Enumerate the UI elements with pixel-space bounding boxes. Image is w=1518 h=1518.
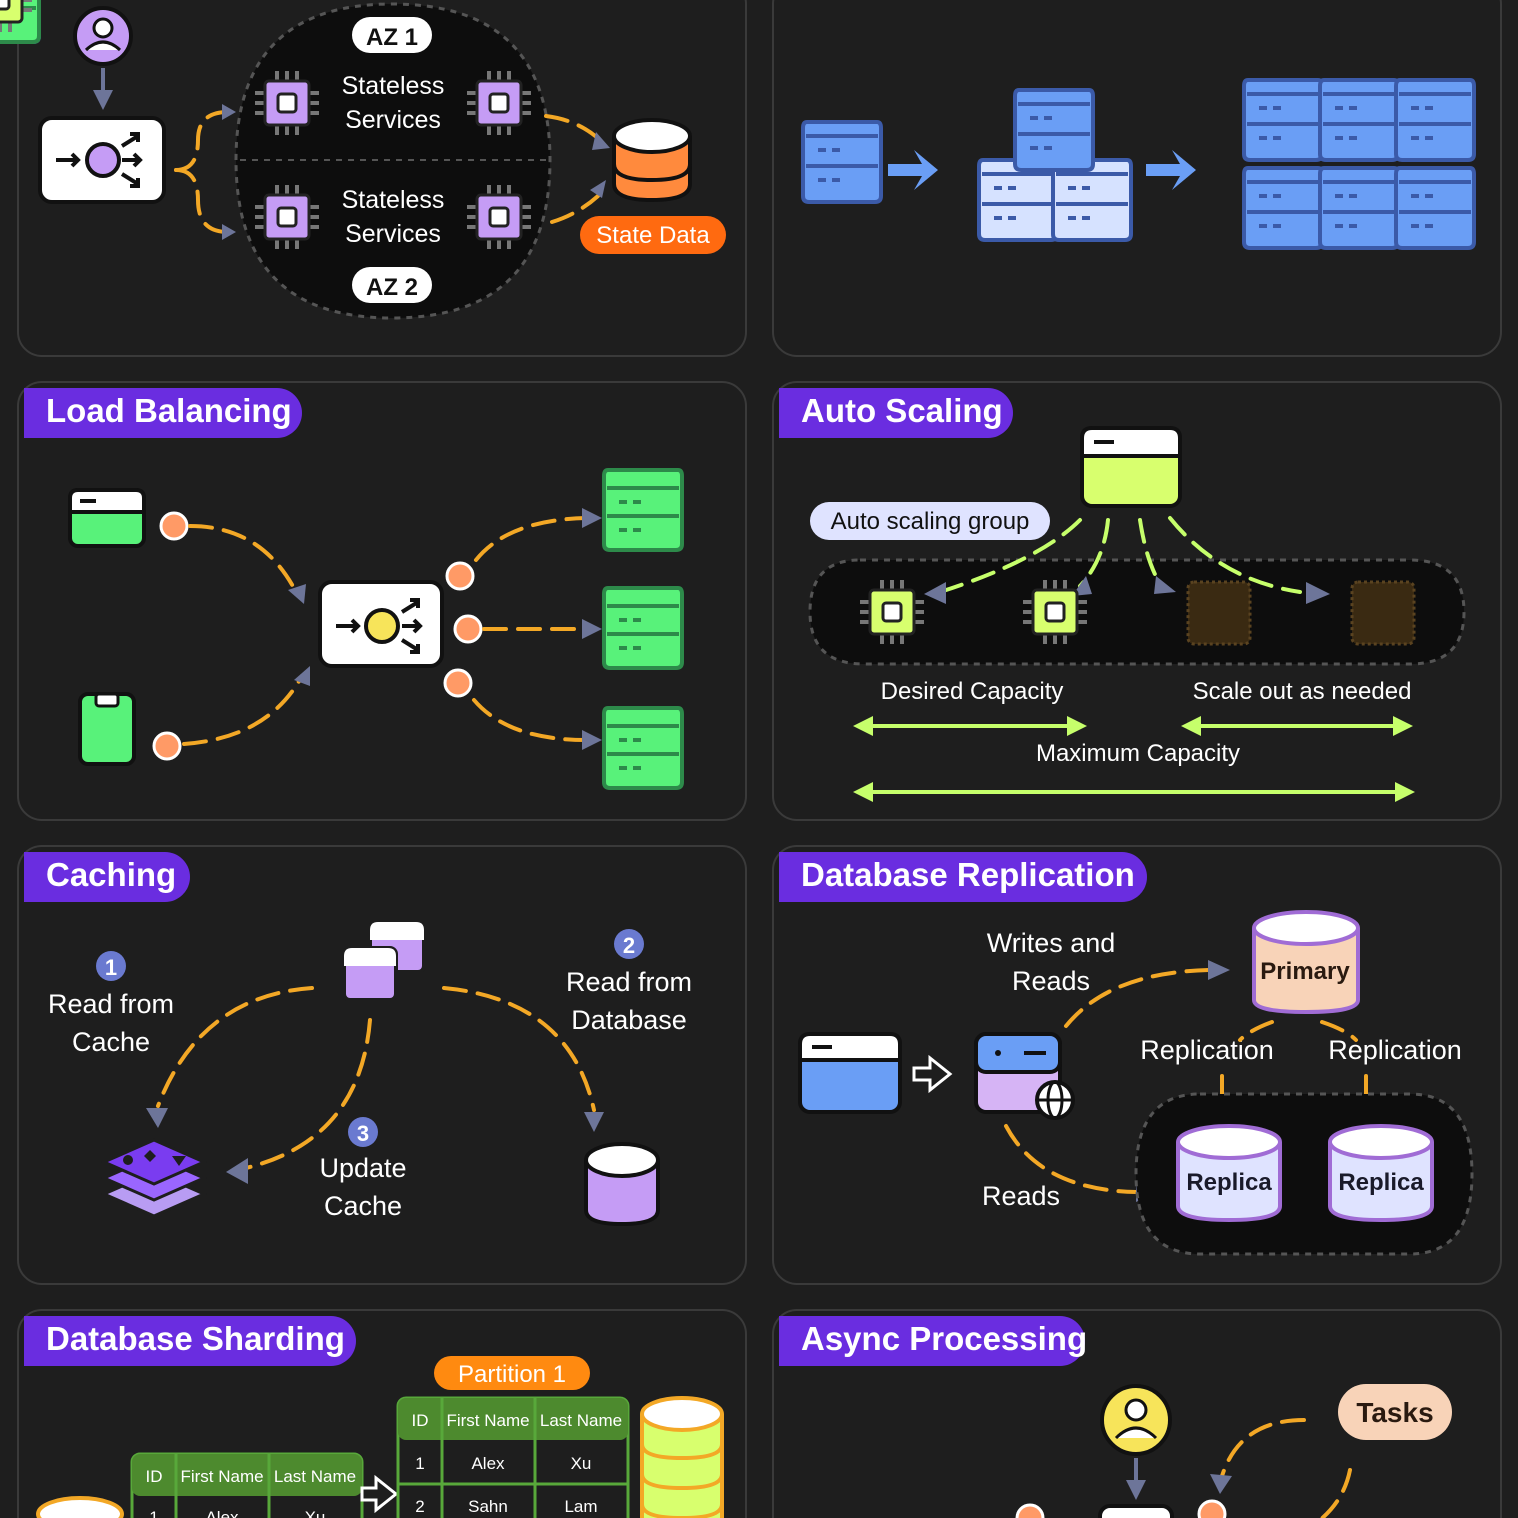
auto-scaling-group-label: Auto scaling group — [831, 508, 1030, 535]
step2-line2: Database — [571, 1005, 687, 1035]
panel-auto-scaling: Auto Scaling Auto scaling group — [0, 0, 1502, 821]
part-header-first: First Name — [446, 1411, 529, 1430]
table-small: ID First Name Last Name 1 Alex Xu — [130, 1452, 364, 1518]
db-sharding-title: Database Sharding — [46, 1320, 345, 1357]
small-row1-id: 1 — [149, 1508, 158, 1518]
part-row1-last: Xu — [571, 1454, 592, 1473]
globe-icon — [1035, 1080, 1075, 1120]
step1-line2: Cache — [72, 1027, 150, 1057]
writes-line2: Reads — [1012, 966, 1090, 996]
panel-stateless-services: AZ 1 AZ 2 Stateless Services Stateless S… — [0, 0, 747, 357]
load-balancing-title: Load Balancing — [46, 392, 292, 429]
part-row1-first: Alex — [471, 1454, 505, 1473]
panel-load-balancing: Load Balancing — [0, 0, 747, 821]
arrow-right-icon — [1146, 150, 1196, 190]
small-header-first: First Name — [180, 1467, 263, 1486]
small-header-last: Last Name — [274, 1467, 356, 1486]
database-icon — [584, 1142, 660, 1227]
replica-database-icon — [1176, 1124, 1282, 1223]
user-icon — [1100, 1384, 1172, 1456]
panel-db-replication: Database Replication Writes and Reads Re… — [772, 845, 1502, 1285]
replication-right-label: Replication — [1328, 1035, 1462, 1065]
service-top-line2: Services — [345, 106, 441, 134]
mobile-icon — [78, 692, 136, 766]
table-partition: ID First Name Last Name 1 Alex Xu 2 Sahn… — [396, 1396, 630, 1518]
db-replication-title: Database Replication — [801, 856, 1135, 893]
az2-label: AZ 2 — [366, 274, 418, 301]
load-balancer-icon — [38, 116, 166, 204]
replica-right-label: Replica — [1338, 1169, 1424, 1196]
browser-icon — [68, 488, 146, 548]
step1-number: 1 — [105, 955, 117, 980]
scale-out-label: Scale out as needed — [1193, 678, 1412, 705]
az1-label: AZ 1 — [366, 24, 418, 51]
service-top-line1: Stateless — [342, 72, 445, 100]
part-row2-first: Sahn — [468, 1497, 508, 1516]
part-row2-id: 2 — [415, 1497, 424, 1516]
service-bottom-line2: Services — [345, 220, 441, 248]
replica-left-label: Replica — [1186, 1169, 1272, 1196]
database-icon — [640, 1396, 724, 1518]
part-row2-last: Lam — [564, 1497, 597, 1516]
arrow-right-icon — [888, 150, 938, 190]
user-icon — [73, 6, 133, 66]
primary-label: Primary — [1260, 958, 1350, 985]
browser-icon — [798, 1032, 902, 1114]
small-header-id: ID — [146, 1467, 163, 1486]
step1-line1: Read from — [48, 989, 174, 1019]
step3-line2: Cache — [324, 1191, 402, 1221]
step2-number: 2 — [623, 933, 635, 958]
step3-number: 3 — [357, 1121, 369, 1146]
step3-line1: Update — [319, 1153, 406, 1183]
panel-async-processing: Async Processing Tasks — [772, 1309, 1502, 1518]
primary-database-icon — [1252, 910, 1360, 1015]
panel-db-sharding: Database Sharding Partition 1 ID First N… — [17, 1309, 747, 1518]
state-data-label: State Data — [596, 222, 710, 249]
partition-label: Partition 1 — [458, 1361, 566, 1388]
reads-label: Reads — [982, 1181, 1060, 1211]
async-title: Async Processing — [801, 1320, 1087, 1357]
state-database-icon — [612, 118, 692, 203]
chip-icon — [0, 0, 32, 32]
step2-line1: Read from — [566, 967, 692, 997]
small-row1-last: Xu — [305, 1508, 326, 1518]
browser-icon — [1080, 426, 1182, 508]
load-balancer-icon — [318, 580, 444, 668]
maximum-capacity-label: Maximum Capacity — [1036, 740, 1240, 767]
service-bottom-line1: Stateless — [342, 186, 445, 214]
app-window-icon — [342, 920, 426, 1002]
redis-stack-icon — [100, 1138, 208, 1218]
desired-capacity-label: Desired Capacity — [881, 678, 1064, 705]
part-header-last: Last Name — [540, 1411, 622, 1430]
panel-caching: Caching 1 Read from Cache 2 Read from Da… — [17, 845, 747, 1285]
small-row1-first: Alex — [205, 1508, 239, 1518]
writes-line1: Writes and — [987, 928, 1116, 958]
replica-database-icon — [1328, 1124, 1434, 1223]
caching-title: Caching — [46, 856, 176, 893]
part-row1-id: 1 — [415, 1454, 424, 1473]
part-header-id: ID — [412, 1411, 429, 1430]
replication-left-label: Replication — [1140, 1035, 1274, 1065]
auto-scaling-title: Auto Scaling — [801, 392, 1003, 429]
tasks-label: Tasks — [1356, 1397, 1433, 1428]
